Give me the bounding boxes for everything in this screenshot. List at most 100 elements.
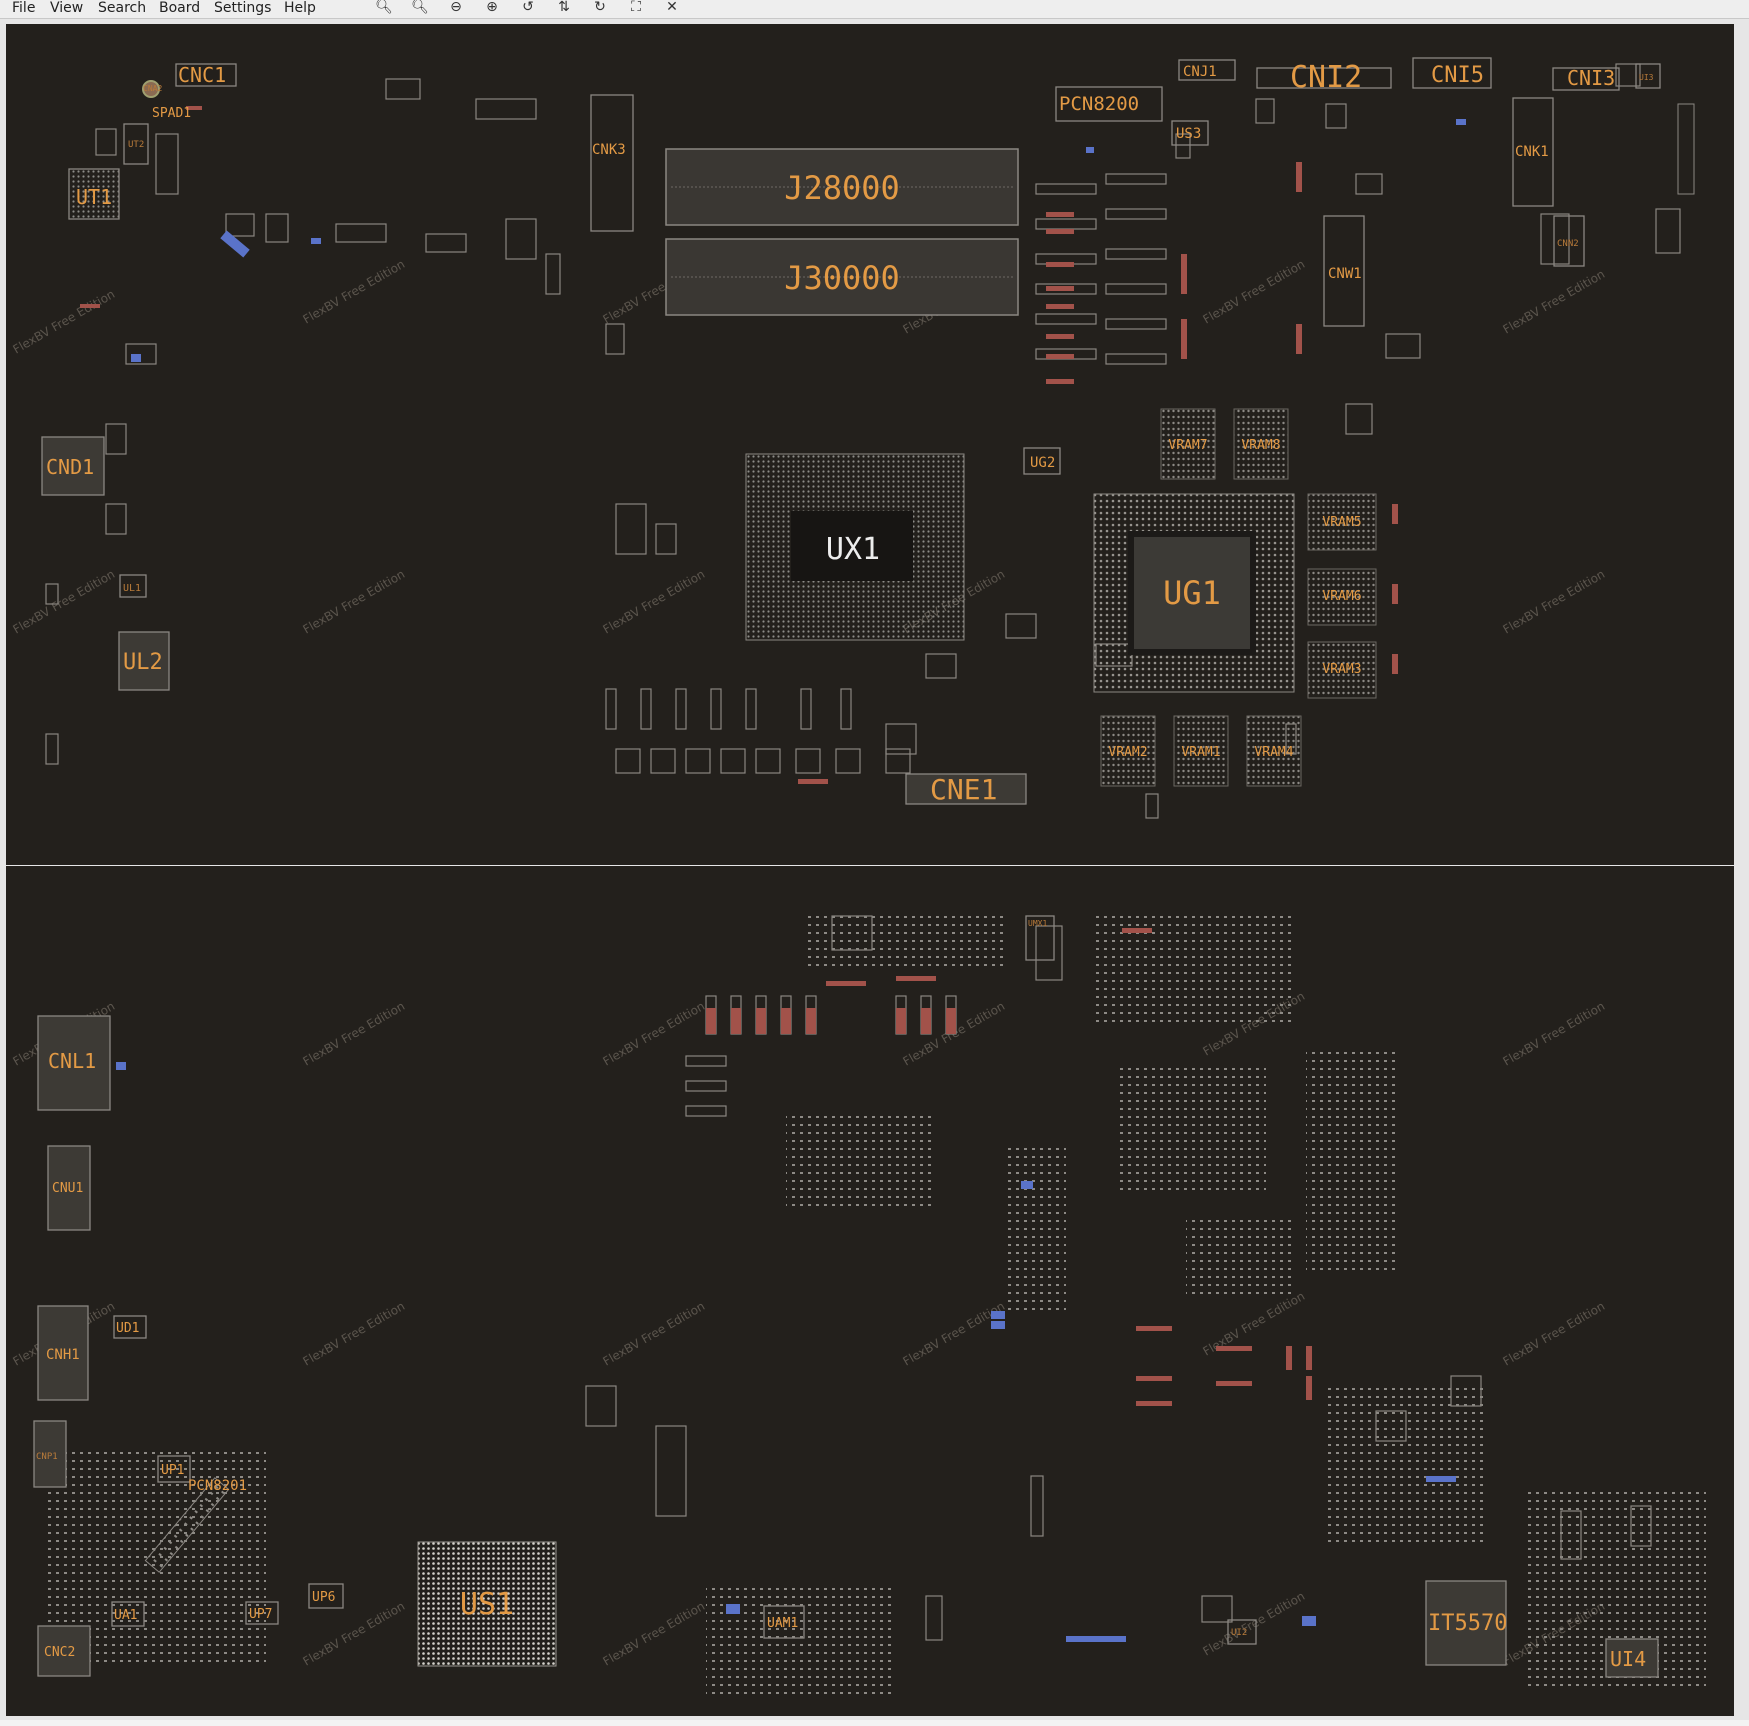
chip-us1[interactable]: US1 [417,1541,557,1667]
menu-view[interactable]: View [50,0,84,16]
cnp1-label: CNP1 [36,1452,58,1462]
up7-label: UP7 [249,1607,272,1622]
j30000-label: J30000 [784,259,900,297]
board-top-view[interactable]: FlexBV Free Edition FlexBV Free Edition … [6,24,1734,865]
ui4-label: UI4 [1610,1647,1646,1671]
zoom-minus-icon[interactable]: ⊖ [450,0,462,15]
watermark: FlexBV Free Edition [1501,567,1608,637]
ux1-label: UX1 [826,532,880,567]
ud1-label: UD1 [116,1321,139,1336]
vram-chips: VRAM7 VRAM8 VRAM5 VRAM6 VRAM3 VRAM2 VRAM… [1100,408,1377,787]
bottom-blue-pads [116,1062,1456,1642]
ut1-label: UT1 [76,185,112,209]
right-rail-part [1677,103,1695,195]
vram8-label: VRAM8 [1241,438,1280,453]
cnh1-label: CNH1 [46,1347,80,1363]
watermark: FlexBV Free Edition [301,1299,408,1369]
bottom-labeled-parts [33,915,1659,1678]
cni2-label: CNI2 [1290,60,1362,95]
menu-file[interactable]: File [12,0,36,16]
ut2-label: UT2 [128,140,144,150]
up1-label: UP1 [161,1463,184,1478]
watermark: FlexBV Free Edition [301,999,408,1069]
cnl1-label: CNL1 [48,1049,96,1073]
watermark: FlexBV Free Edition [1501,267,1608,337]
flip-icon[interactable]: ⇅ [558,0,570,15]
vram6-label: VRAM6 [1322,589,1361,604]
blue-pads [131,119,1466,362]
menu-search[interactable]: Search [98,0,147,16]
red-pads [80,106,1398,784]
watermark: FlexBV Free Edition [301,257,408,327]
watermark: FlexBV Free Edition [1201,1589,1308,1659]
it5570-label: IT5570 [1428,1611,1507,1636]
j28000-label: J28000 [784,169,900,207]
vram3-label: VRAM3 [1322,662,1361,677]
cne1-label: CNE1 [930,773,997,806]
vram7-label: VRAM7 [1168,438,1207,453]
cpu-ux1[interactable]: UX1 [745,453,965,641]
small-components [45,63,1681,819]
rotate-ccw-icon[interactable]: ↺ [522,0,534,15]
board-top-canvas[interactable]: FlexBV Free Edition FlexBV Free Edition … [6,24,1734,865]
uam1-label: UAM1 [767,1616,798,1631]
menu-bar: File View Search Board Settings Help 🔍︎ … [0,0,1749,19]
ul2-label: UL2 [123,650,163,675]
watermark: FlexBV Free Edition [601,1599,708,1669]
menu-help[interactable]: Help [284,0,316,16]
ua1-label: UA1 [114,1608,137,1623]
up6-label: UP6 [312,1590,335,1605]
cni3-label: CNI3 [1567,66,1615,90]
watermark: FlexBV Free Edition [11,567,118,637]
cnd1-label: CND1 [46,455,94,479]
watermark: FlexBV Free Edition [1501,999,1608,1069]
bottom-small-components [46,911,1706,1696]
ram-slot-j28000[interactable]: J28000 [665,148,1019,226]
watermark: FlexBV Free Edition [601,999,708,1069]
vram4-label: VRAM4 [1254,745,1293,760]
ug1-label: UG1 [1163,574,1221,612]
cnj1-label: CNJ1 [1183,64,1217,80]
gpu-ug1[interactable]: UG1 [1093,493,1295,693]
watermark: FlexBV Free Edition [301,567,408,637]
ug2-label: UG2 [1030,455,1055,471]
cnw1-label: CNW1 [1328,266,1362,282]
rotate-cw-icon[interactable]: ↻ [594,0,606,15]
zoom-in-icon[interactable]: 🔍︎ [411,0,429,15]
menu-board[interactable]: Board [159,0,201,16]
pcn8200-label: PCN8200 [1059,93,1139,115]
cna2-label: CNA2 [143,84,162,93]
ui2-label: UI2 [1231,1628,1247,1638]
close-icon[interactable]: ✕ [666,0,678,15]
menu-settings[interactable]: Settings [214,0,272,16]
cnc1-label: CNC1 [178,63,226,87]
bottom-red-pads [706,928,1312,1406]
watermark: FlexBV Free Edition [901,1299,1008,1369]
us1-label: US1 [460,1587,514,1622]
spad1-label: SPAD1 [152,106,191,121]
vram1-label: VRAM1 [1181,745,1220,760]
cnk3-label: CNK3 [592,142,626,158]
umx1-label: UMX1 [1028,919,1047,928]
us3-label: US3 [1176,126,1201,142]
vram2-label: VRAM2 [1108,745,1147,760]
board-bottom-view[interactable]: FlexBV Free Edition FlexBV Free Edition … [6,866,1734,1716]
cnn2-label: CNN2 [1557,239,1579,249]
zoom-plus-icon[interactable]: ⊕ [486,0,498,15]
cnk1-label: CNK1 [1515,144,1549,160]
watermark: FlexBV Free Edition [601,1299,708,1369]
watermark: FlexBV Free Edition [11,287,118,357]
watermark: FlexBV Free Edition [601,567,708,637]
ram-slot-j30000[interactable]: J30000 [665,238,1019,316]
flex-connector-pcn8201 [144,1477,230,1573]
watermark: FlexBV Free Edition [1501,1299,1608,1369]
board-bottom-canvas[interactable]: FlexBV Free Edition FlexBV Free Edition … [6,866,1734,1716]
ul1-label: UL1 [123,583,141,594]
ui3-label: UI3 [1639,73,1654,82]
fit-view-icon[interactable]: ⛶ [631,0,641,15]
cni5-label: CNI5 [1431,63,1484,88]
zoom-out-icon[interactable]: 🔍︎ [375,0,393,15]
vram5-label: VRAM5 [1322,515,1361,530]
watermark: FlexBV Free Edition [1201,257,1308,327]
cnc2-label: CNC2 [44,1645,75,1660]
